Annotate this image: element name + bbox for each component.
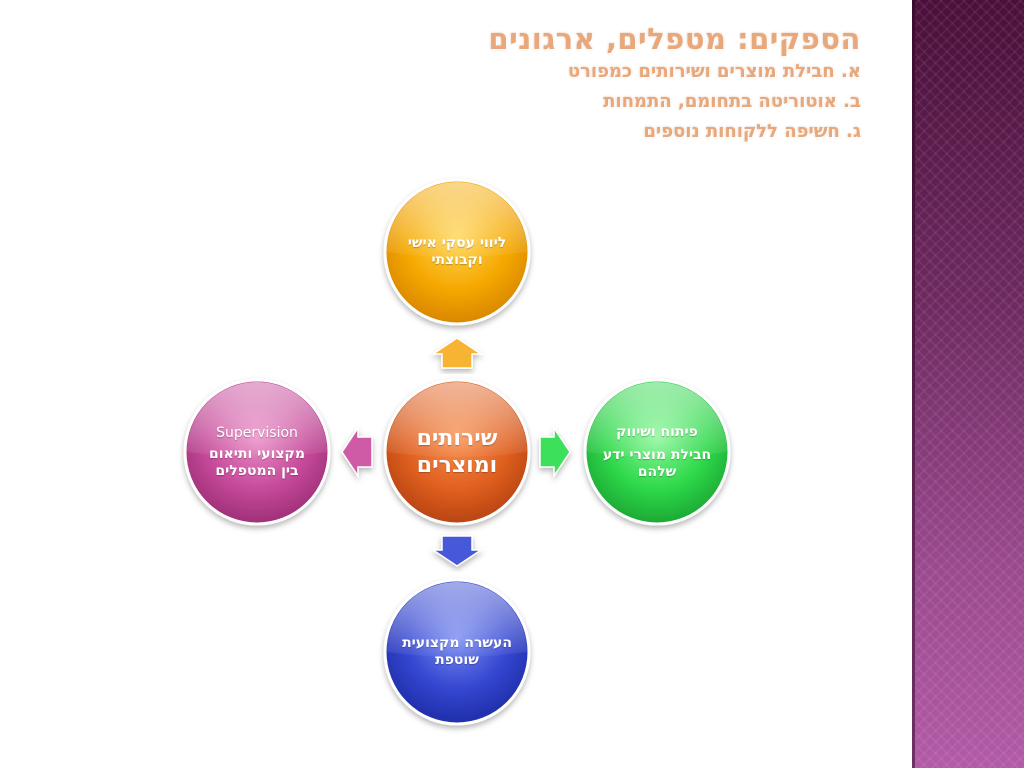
node-center xyxy=(383,378,531,526)
arrow-left-icon xyxy=(341,425,373,479)
node-center-label: שירותים ומוצרים xyxy=(397,412,517,492)
node-left-line2: מקצועי ותיאום בין המטפלים xyxy=(209,445,305,479)
node-top-text: ליווי עסקי אישי וקבוצתי xyxy=(407,235,507,268)
header-block: הספקים: מטפלים, ארגונים א. חבילת מוצרים … xyxy=(489,22,862,146)
arrow-down-icon xyxy=(430,535,484,567)
node-right-line2: חבילת מוצרי ידע שלהם xyxy=(602,446,712,480)
node-top xyxy=(383,178,531,326)
node-center-line1: שירותים xyxy=(416,426,498,451)
node-bottom-label: העשרה מקצועית שוטפת xyxy=(397,612,517,692)
node-right-line1: פיתוח ושיווק xyxy=(616,423,698,440)
header-line-c: ג. חשיפה ללקוחות נוספים xyxy=(643,121,862,142)
sidebar-pattern xyxy=(915,0,1024,768)
arrow-up-icon xyxy=(430,337,484,369)
node-top-label: ליווי עסקי אישי וקבוצתי xyxy=(397,212,517,292)
decorative-sidebar xyxy=(912,0,1024,768)
diagram-canvas xyxy=(183,178,731,726)
node-left xyxy=(183,378,331,526)
sidebar-edge xyxy=(912,0,915,768)
node-left-line1: Supervision xyxy=(216,424,298,441)
node-center-line2: ומוצרים xyxy=(416,453,498,478)
node-bottom xyxy=(383,578,531,726)
header-line-b: ב. אוטוריטה בתחומם, התמחות xyxy=(603,91,861,112)
page-title: הספקים: מטפלים, ארגונים xyxy=(488,22,861,56)
node-left-label: Supervision מקצועי ותיאום בין המטפלים xyxy=(200,402,314,502)
arrow-right-icon xyxy=(539,425,571,479)
node-right xyxy=(583,378,731,526)
node-bottom-text: העשרה מקצועית שוטפת xyxy=(402,635,512,668)
node-right-label: פיתוח ושיווק חבילת מוצרי ידע שלהם xyxy=(602,412,712,492)
header-line-a: א. חבילת מוצרים ושירותים כמפורט xyxy=(567,61,861,82)
